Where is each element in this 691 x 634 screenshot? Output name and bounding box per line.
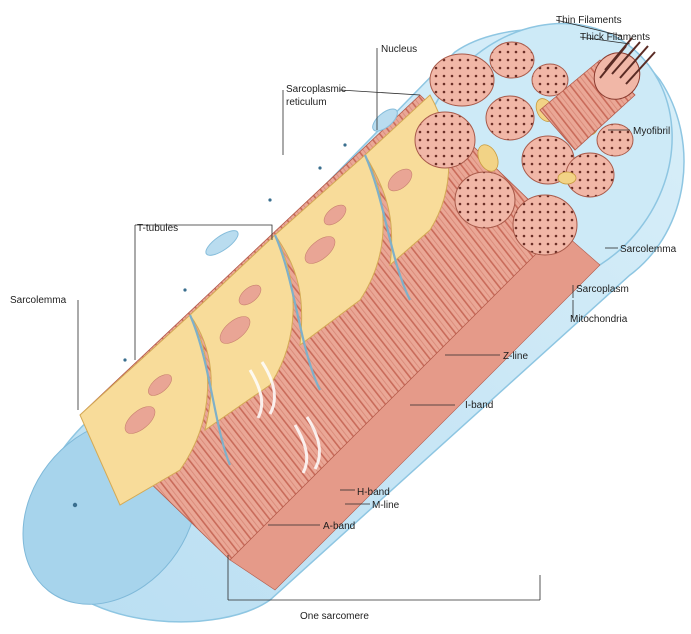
nucleus-2 [202, 226, 241, 259]
label-thick-filaments: Thick Filaments [580, 32, 650, 43]
label-reticulum: reticulum [286, 97, 327, 108]
label-h-band: H-band [357, 487, 390, 498]
label-m-line: M-line [372, 500, 400, 511]
label-sarcolemma-left: Sarcolemma [10, 295, 67, 306]
label-sarcoplasmic: Sarcoplasmic [286, 84, 346, 95]
label-sarcolemma-right: Sarcolemma [620, 244, 677, 255]
label-mitochondria: Mitochondria [570, 314, 628, 325]
label-thin-filaments: Thin Filaments [556, 15, 622, 26]
label-i-band: I-band [465, 400, 493, 411]
label-sarcoplasm: Sarcoplasm [576, 284, 629, 295]
label-t-tubules: T-tubules [137, 223, 178, 234]
label-myofibril: Myofibril [633, 126, 670, 137]
label-nucleus: Nucleus [381, 44, 417, 55]
label-a-band: A-band [323, 521, 355, 532]
label-one-sarcomere: One sarcomere [300, 611, 369, 622]
label-z-line: Z-line [503, 351, 528, 362]
